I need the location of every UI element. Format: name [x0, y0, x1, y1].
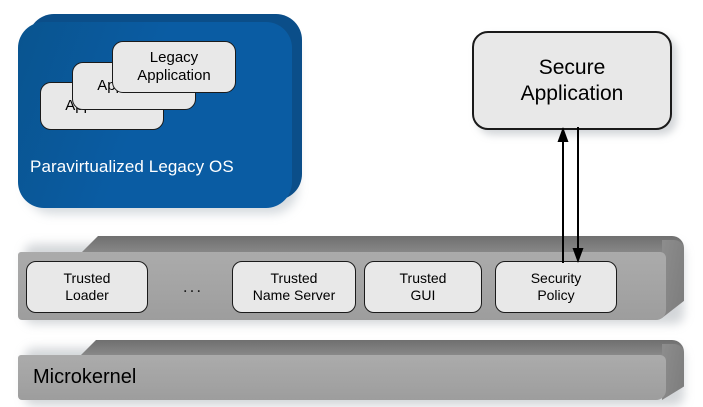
legacy-application-line2: Application	[137, 67, 211, 84]
connector-arrows	[557, 127, 584, 263]
service-label-trusted-loader: Trusted Loader	[60, 270, 115, 304]
microkernel-label: Microkernel	[33, 366, 137, 388]
microkernel-bar[interactable]	[18, 355, 666, 400]
service-line2: Name Server	[252, 287, 336, 303]
arrow-up-to-secure-application	[557, 127, 569, 263]
legacy-application-box-1[interactable]: Legacy Application	[112, 41, 236, 93]
service-line1: Trusted	[63, 270, 111, 286]
secure-application-label: Secure Application	[517, 55, 628, 107]
service-label-trusted-name-server: Trusted Name Server	[249, 270, 339, 304]
service-line1: Security	[530, 270, 582, 286]
secure-application-line2: Application	[520, 81, 624, 105]
microkernel-bar-top-bevel	[80, 340, 684, 356]
secure-application-box[interactable]: Secure Application	[472, 31, 672, 130]
service-line1: Trusted	[399, 270, 447, 286]
legacy-os-label: Paravirtualized Legacy OS	[30, 157, 234, 176]
legacy-application-line1: Legacy	[149, 49, 199, 66]
service-line1: Trusted	[270, 270, 318, 286]
service-box-security-policy[interactable]: Security Policy	[495, 261, 617, 313]
service-label-security-policy: Security Policy	[527, 270, 586, 304]
services-bar-side-bevel	[662, 240, 684, 318]
services-bar-top-bevel	[80, 236, 684, 254]
service-box-trusted-name-server[interactable]: Trusted Name Server	[232, 261, 356, 313]
service-label-trusted-gui: Trusted GUI	[396, 270, 451, 304]
service-line2: Policy	[537, 287, 575, 303]
service-box-trusted-loader[interactable]: Trusted Loader	[26, 261, 148, 313]
arrow-down-to-security-policy	[572, 127, 584, 263]
legacy-application-label-1: Legacy Application	[133, 49, 214, 85]
service-line2: GUI	[410, 287, 436, 303]
services-ellipsis: ...	[182, 277, 204, 296]
service-line2: Loader	[65, 287, 109, 303]
service-box-trusted-gui[interactable]: Trusted GUI	[364, 261, 482, 313]
secure-application-line1: Secure	[538, 55, 606, 79]
microkernel-bar-side-bevel	[662, 344, 684, 400]
